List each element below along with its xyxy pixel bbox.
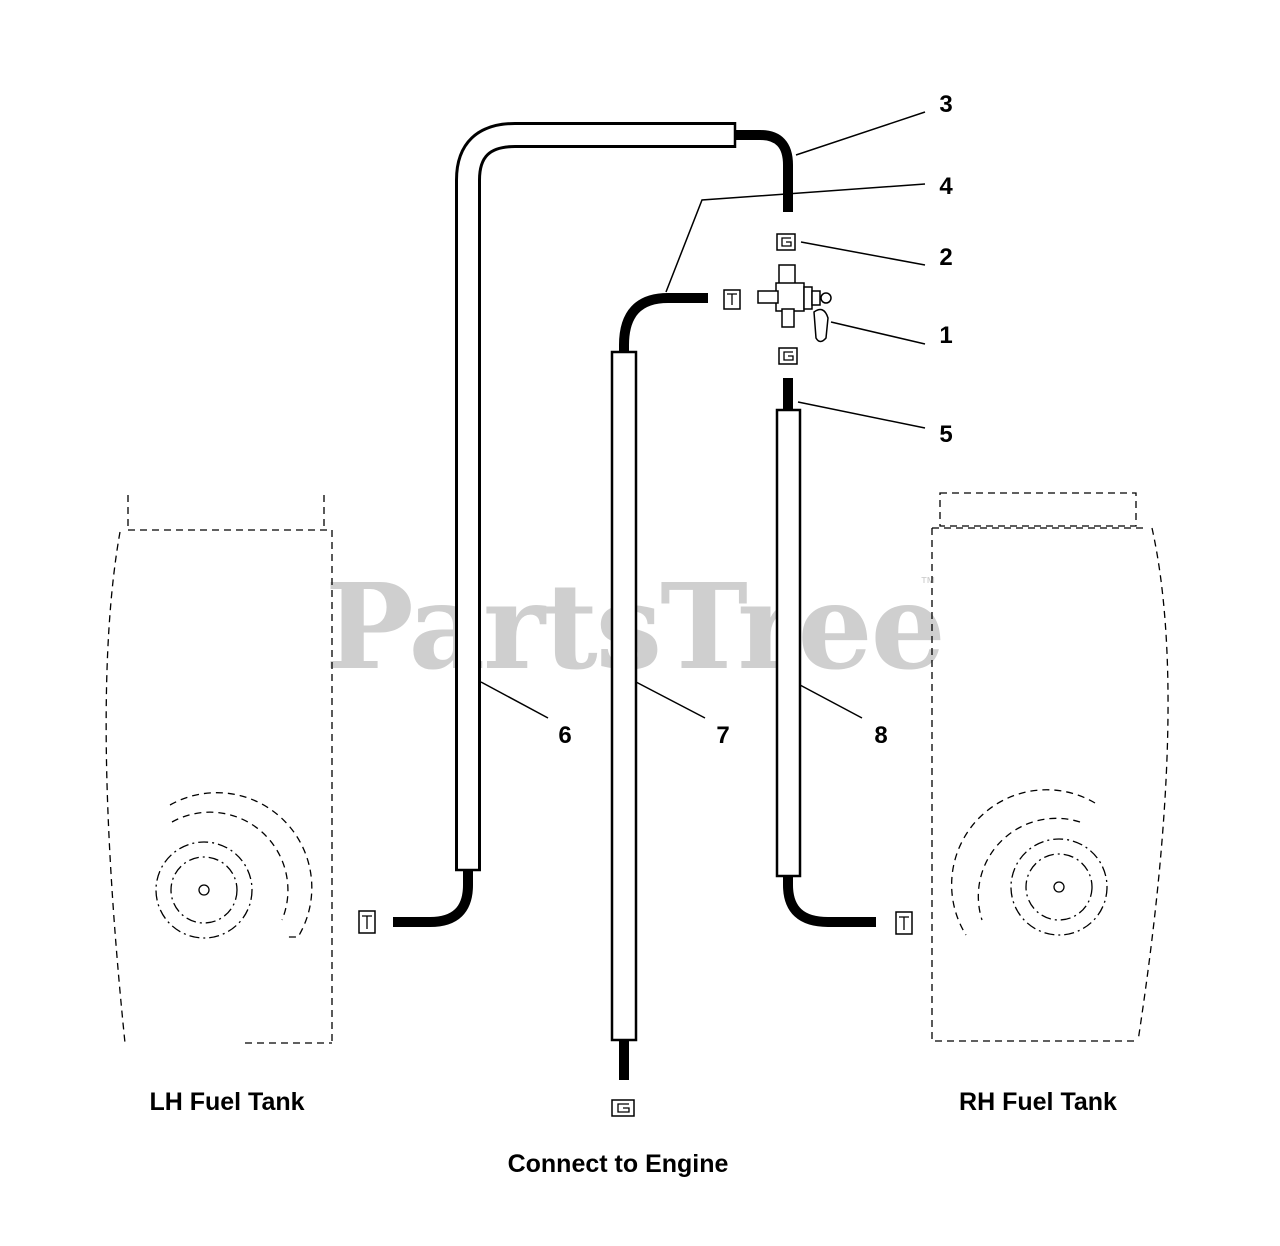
clamp-rh-tank — [895, 911, 913, 935]
clamp-2 — [776, 233, 796, 251]
clamp-1-lower — [778, 347, 798, 365]
fuel-line-7 — [610, 350, 638, 1042]
caption-lh-fuel-tank: LH Fuel Tank — [149, 1088, 304, 1116]
lh-fuel-tank — [105, 495, 333, 1044]
rh-fuel-tank — [931, 492, 1169, 1042]
captions: LH Fuel Tank RH Fuel Tank Connect to Eng… — [149, 1088, 1117, 1178]
caption-connect-to-engine: Connect to Engine — [508, 1150, 729, 1178]
hose-8-end — [783, 876, 876, 927]
callout-2: 2 — [939, 244, 952, 271]
leader-lines — [480, 111, 926, 719]
fuel-line-6 — [455, 122, 737, 872]
fuel-line-8 — [775, 408, 802, 878]
callout-7: 7 — [716, 722, 729, 749]
hose-3 — [735, 130, 793, 212]
clamp-engine — [611, 1099, 635, 1117]
callout-6: 6 — [558, 722, 571, 749]
callout-8: 8 — [874, 722, 887, 749]
callout-3: 3 — [939, 91, 952, 118]
fuel-valve-1 — [757, 264, 832, 343]
callout-4: 4 — [939, 173, 953, 200]
clamp-lh-tank — [358, 910, 376, 934]
clamp-4 — [723, 289, 741, 310]
callout-labels: 1 2 3 4 5 6 7 8 — [558, 91, 953, 749]
hose-6-end — [393, 870, 473, 927]
watermark-trademark: ™ — [920, 575, 936, 592]
hose-4 — [619, 293, 708, 352]
callout-5: 5 — [939, 421, 952, 448]
caption-rh-fuel-tank: RH Fuel Tank — [959, 1088, 1117, 1116]
callout-1: 1 — [939, 322, 952, 349]
